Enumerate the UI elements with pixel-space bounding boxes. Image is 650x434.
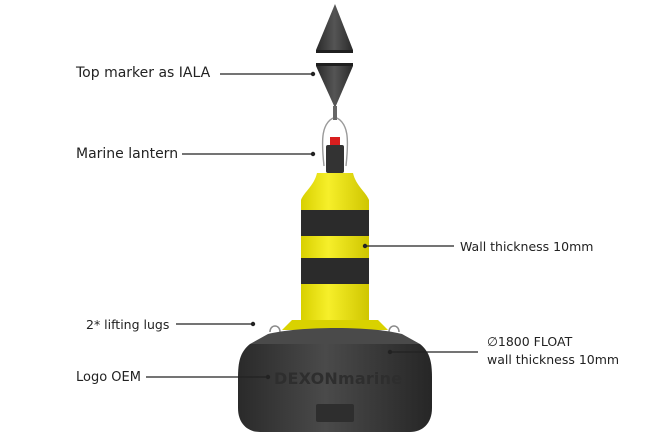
lantern-body: [326, 145, 344, 173]
leader-dot-logo: [265, 374, 271, 380]
top-marker-upper-base: [316, 50, 353, 53]
leader-dot-wall: [362, 243, 368, 249]
lantern-light: [330, 137, 340, 145]
lantern-cage: [321, 117, 349, 167]
tower-band-1: [301, 210, 369, 236]
leader-dot-lantern: [310, 151, 316, 157]
label-lifting-lugs: 2* lifting lugs: [86, 317, 170, 332]
top-marker-lower-base: [316, 63, 353, 66]
lifting-lug-right: [388, 325, 400, 333]
leader-dot-top-marker: [310, 71, 316, 77]
top-marker-stem: [333, 106, 337, 120]
label-marine-lantern: Marine lantern: [76, 146, 179, 162]
float-logo: DEXONmarine: [274, 369, 403, 388]
tower-band-2: [301, 258, 369, 284]
label-float-wall-thickness: wall thickness 10mm: [487, 352, 620, 367]
tower-top-neck: [301, 173, 369, 200]
label-wall-thickness: Wall thickness 10mm: [460, 239, 594, 254]
marine-lantern: [326, 137, 344, 173]
leader-dots: [250, 71, 393, 380]
lifting-lugs: [269, 325, 400, 333]
leader-dot-lugs: [250, 321, 256, 327]
float-hull: [238, 344, 432, 432]
cage-left-wire: [321, 117, 334, 167]
top-marker-lower-cone: [316, 66, 353, 108]
float-top-deck: [250, 328, 420, 344]
label-logo-oem: Logo OEM: [76, 370, 141, 385]
top-marker-upper-cone: [316, 4, 353, 50]
cage-right-wire: [336, 117, 349, 167]
lifting-lug-left: [269, 325, 281, 333]
label-top-marker: Top marker as IALA: [76, 65, 211, 81]
leader-lines: [146, 73, 478, 378]
buoy-tower: [282, 173, 388, 330]
top-marker: [316, 4, 353, 120]
tower-base-flange: [282, 320, 388, 330]
leader-dot-float: [387, 349, 393, 355]
float-body: [238, 328, 432, 432]
float-bottom-plate: [316, 404, 354, 422]
label-float-diameter: ∅1800 FLOAT: [487, 334, 573, 349]
